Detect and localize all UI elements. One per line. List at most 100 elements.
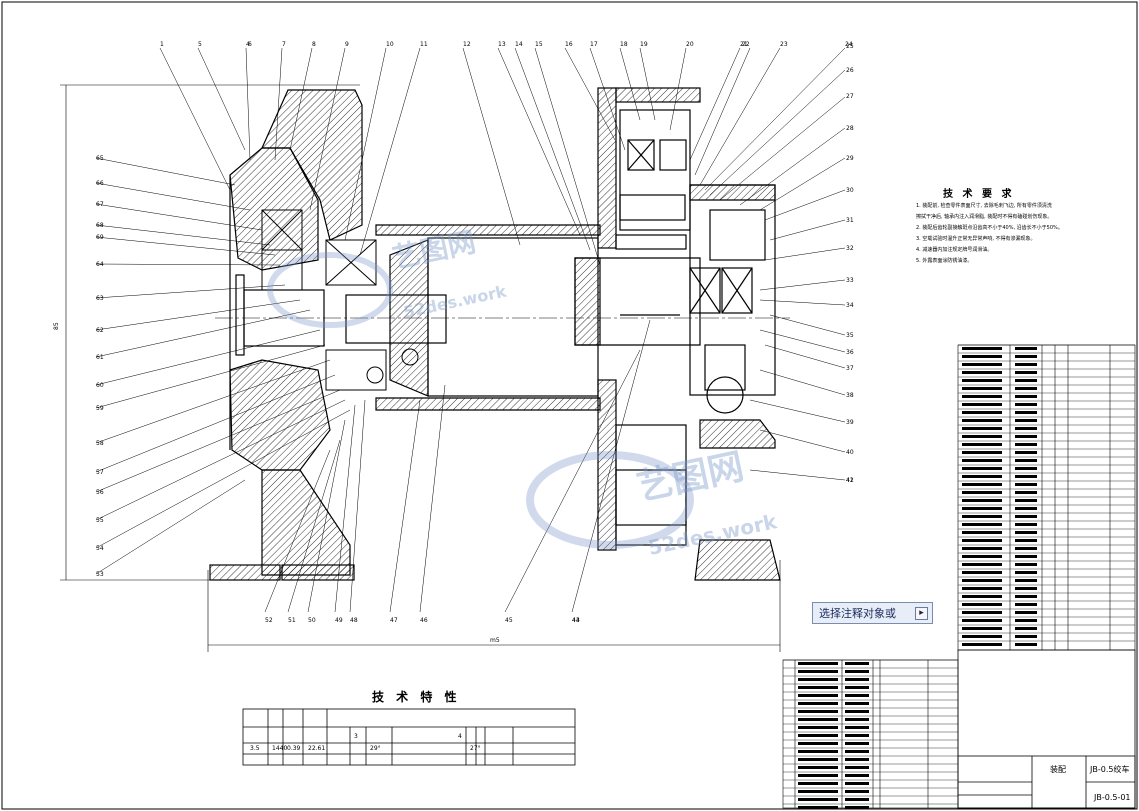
parts-row-text <box>1015 435 1037 438</box>
parts-row-code <box>962 611 1002 614</box>
parts-row-text <box>1015 579 1037 582</box>
parts-row-text <box>845 806 869 809</box>
tech-spec-value: 27° <box>470 745 481 752</box>
parts-row-code <box>962 379 1002 382</box>
parts-row-text <box>1015 483 1037 486</box>
parts-row-text <box>845 678 869 681</box>
callout-55: 55 <box>96 517 104 524</box>
callout-19: 19 <box>640 41 648 48</box>
parts-row-text <box>1015 491 1037 494</box>
title-block-drawing-number: JB-0.5-01 <box>1093 793 1131 802</box>
callout-6: 6 <box>248 41 252 48</box>
parts-row-text <box>1015 603 1037 606</box>
callout-42: 42 <box>846 477 854 484</box>
parts-row-text <box>1015 643 1037 646</box>
callout-22: 22 <box>742 41 750 48</box>
parts-row-text <box>1015 611 1037 614</box>
command-option-button[interactable]: ▸ <box>915 607 928 620</box>
parts-row-text <box>1015 547 1037 550</box>
tech-spec-title: 技 术 特 性 <box>372 690 461 704</box>
callout-5: 5 <box>198 41 202 48</box>
callout-4: 4 <box>246 41 250 48</box>
parts-row-code <box>962 435 1002 438</box>
callout-30: 30 <box>846 187 854 194</box>
parts-row-code <box>962 563 1002 566</box>
command-prompt[interactable]: 选择注释对象或 ▸ <box>812 602 933 624</box>
parts-row-code <box>798 662 838 665</box>
parts-row-text <box>845 758 869 761</box>
callout-17: 17 <box>590 41 598 48</box>
parts-row-code <box>962 587 1002 590</box>
parts-row-text <box>845 694 869 697</box>
tech-requirement-line: 5. 外露表面涂防锈油漆。 <box>916 258 973 264</box>
tech-spec-value: 3.5 <box>250 745 260 752</box>
title-block <box>957 649 1136 809</box>
parts-row-text <box>1015 411 1037 414</box>
parts-row-code <box>798 726 838 729</box>
parts-row-code <box>962 499 1002 502</box>
parts-row-code <box>798 694 838 697</box>
parts-row-text <box>1015 571 1037 574</box>
callout-49: 49 <box>335 617 343 624</box>
callout-26: 26 <box>846 67 854 74</box>
parts-row-text <box>1015 427 1037 430</box>
parts-row-code <box>798 718 838 721</box>
parts-row-text <box>1015 347 1037 350</box>
callout-62: 62 <box>96 327 104 334</box>
parts-row-code <box>962 443 1002 446</box>
parts-row-text <box>1015 635 1037 638</box>
callout-53: 53 <box>96 571 104 578</box>
parts-row-text <box>845 766 869 769</box>
callout-21: 21 <box>740 41 748 48</box>
parts-row-text <box>1015 507 1037 510</box>
callout-23: 23 <box>780 41 788 48</box>
tech-spec-value: 3 <box>354 733 358 740</box>
callout-7: 7 <box>282 41 286 48</box>
callout-59: 59 <box>96 405 104 412</box>
length-dimension-text: m5 <box>490 637 500 644</box>
parts-row-code <box>798 790 838 793</box>
callout-43: 43 <box>572 617 580 624</box>
callout-41: 41 <box>846 477 854 484</box>
callout-51: 51 <box>288 617 296 624</box>
parts-row-text <box>1015 475 1037 478</box>
callout-14: 14 <box>515 41 523 48</box>
parts-row-code <box>962 595 1002 598</box>
parts-row-code <box>962 387 1002 390</box>
leader-lines <box>95 47 846 613</box>
callout-20: 20 <box>686 41 694 48</box>
callout-36: 36 <box>846 349 854 356</box>
dimension-lines <box>60 84 781 652</box>
callout-10: 10 <box>386 41 394 48</box>
parts-row-code <box>962 467 1002 470</box>
tech-spec-value: 29° <box>370 745 381 752</box>
parts-row-text <box>1015 563 1037 566</box>
parts-row-code <box>798 798 838 801</box>
callout-33: 33 <box>846 277 854 284</box>
callout-63: 63 <box>96 295 104 302</box>
parts-row-code <box>798 782 838 785</box>
callout-47: 47 <box>390 617 398 624</box>
parts-row-text <box>845 702 869 705</box>
callout-9: 9 <box>345 41 349 48</box>
callout-18: 18 <box>620 41 628 48</box>
parts-row-code <box>962 507 1002 510</box>
tech-requirement-line: 1. 装配前, 检查零件表面尺寸, 去除毛刺飞边, 所有零件须清洗 <box>916 203 1052 209</box>
callout-64: 64 <box>96 261 104 268</box>
callout-1: 1 <box>160 41 164 48</box>
parts-row-text <box>1015 451 1037 454</box>
parts-row-code <box>962 491 1002 494</box>
callout-28: 28 <box>846 125 854 132</box>
parts-row-text <box>845 798 869 801</box>
parts-row-code <box>962 427 1002 430</box>
parts-row-code <box>962 347 1002 350</box>
parts-row-code <box>962 555 1002 558</box>
parts-row-text <box>1015 587 1037 590</box>
parts-row-text <box>1015 355 1037 358</box>
parts-row-code <box>962 475 1002 478</box>
callout-69: 69 <box>96 234 104 241</box>
parts-row-code <box>798 774 838 777</box>
callout-32: 32 <box>846 245 854 252</box>
callout-58: 58 <box>96 440 104 447</box>
